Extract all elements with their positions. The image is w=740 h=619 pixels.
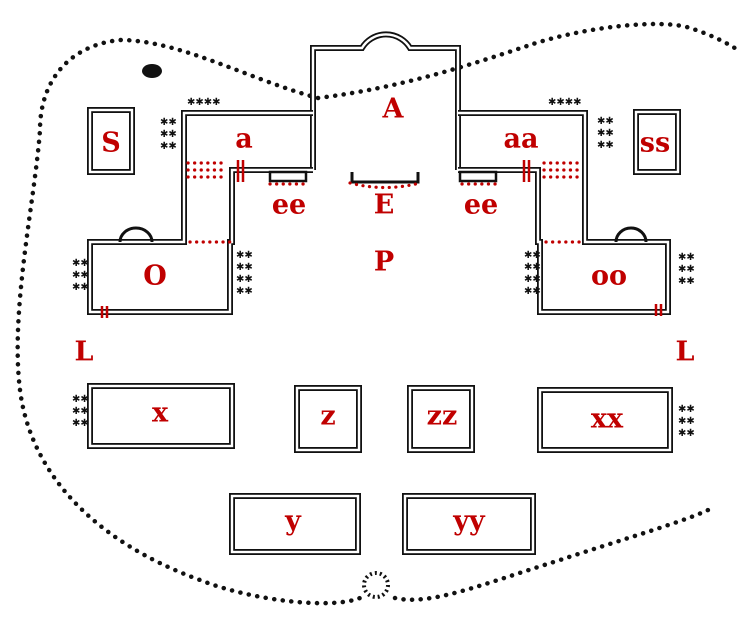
svg-text:✱✱: ✱✱ <box>72 406 89 417</box>
svg-text:✱✱: ✱✱ <box>678 416 695 427</box>
svg-text:✱✱: ✱✱ <box>678 276 695 287</box>
svg-text:✱✱: ✱✱ <box>236 286 253 297</box>
svg-text:✱✱: ✱✱ <box>678 404 695 415</box>
svg-text:✱✱: ✱✱ <box>597 140 614 151</box>
label-z: z <box>320 401 335 432</box>
red-markers <box>100 160 663 318</box>
svg-text:✱✱✱✱: ✱✱✱✱ <box>548 97 582 108</box>
label-aa: aa <box>504 124 539 155</box>
porch-right-step <box>458 170 498 183</box>
svg-text:✱✱: ✱✱ <box>236 262 253 273</box>
east-wing <box>458 110 671 315</box>
porch <box>350 172 420 184</box>
label-ee-right: ee <box>464 190 498 221</box>
label-ee-left: ee <box>272 190 306 221</box>
svg-text:✱✱: ✱✱ <box>678 252 695 263</box>
label-P: P <box>374 247 394 278</box>
building-xx <box>537 387 673 453</box>
building-z <box>294 385 362 453</box>
well-icon <box>362 571 390 599</box>
central-block <box>310 31 461 170</box>
svg-text:✱✱✱✱: ✱✱✱✱ <box>187 97 221 108</box>
label-a: a <box>235 124 253 155</box>
label-L-right: L <box>676 337 695 368</box>
svg-text:✱✱: ✱✱ <box>72 282 89 293</box>
svg-text:✱✱: ✱✱ <box>597 116 614 127</box>
outbuilding-ss <box>633 109 681 175</box>
estate-boundary <box>15 21 740 606</box>
svg-text:✱✱: ✱✱ <box>524 250 541 261</box>
svg-text:✱✱: ✱✱ <box>597 128 614 139</box>
svg-text:✱✱: ✱✱ <box>72 258 89 269</box>
building-yy <box>402 493 536 555</box>
label-A: A <box>382 94 405 125</box>
label-E: E <box>374 190 395 221</box>
svg-text:✱✱: ✱✱ <box>678 264 695 275</box>
building-x <box>87 383 235 449</box>
svg-text:✱✱: ✱✱ <box>524 262 541 273</box>
west-wing <box>87 110 313 315</box>
label-O: O <box>143 261 167 292</box>
svg-text:✱✱: ✱✱ <box>236 274 253 285</box>
svg-text:✱✱: ✱✱ <box>72 394 89 405</box>
svg-text:✱✱: ✱✱ <box>160 141 177 152</box>
tree-cluster-icon: ✱✱✱✱ ✱✱✱✱ ✱✱✱✱✱✱ ✱✱✱✱✱✱ ✱✱✱✱✱✱ ✱✱✱✱✱✱✱✱ … <box>72 97 695 439</box>
label-zz: zz <box>427 401 458 432</box>
outbuilding-S <box>87 107 135 175</box>
building-y <box>229 493 361 555</box>
porch-left-step <box>268 170 308 183</box>
label-oo: oo <box>591 261 627 292</box>
svg-text:✱✱: ✱✱ <box>72 418 89 429</box>
svg-text:✱✱: ✱✱ <box>72 270 89 281</box>
svg-text:✱✱: ✱✱ <box>160 129 177 140</box>
pond-icon <box>142 64 162 78</box>
svg-text:✱✱: ✱✱ <box>236 250 253 261</box>
plan-labels: A a aa S ss ee E ee P O oo L L x z zz xx… <box>75 94 695 537</box>
label-S: S <box>101 128 121 159</box>
building-zz <box>407 385 475 453</box>
label-ss: ss <box>640 128 670 159</box>
label-x: x <box>152 398 169 429</box>
svg-text:✱✱: ✱✱ <box>524 286 541 297</box>
svg-text:✱✱: ✱✱ <box>160 117 177 128</box>
label-yy: yy <box>452 506 486 537</box>
svg-text:✱✱: ✱✱ <box>524 274 541 285</box>
label-xx: xx <box>591 404 624 435</box>
label-L-left: L <box>75 337 94 368</box>
svg-text:✱✱: ✱✱ <box>678 428 695 439</box>
label-y: y <box>284 506 302 537</box>
